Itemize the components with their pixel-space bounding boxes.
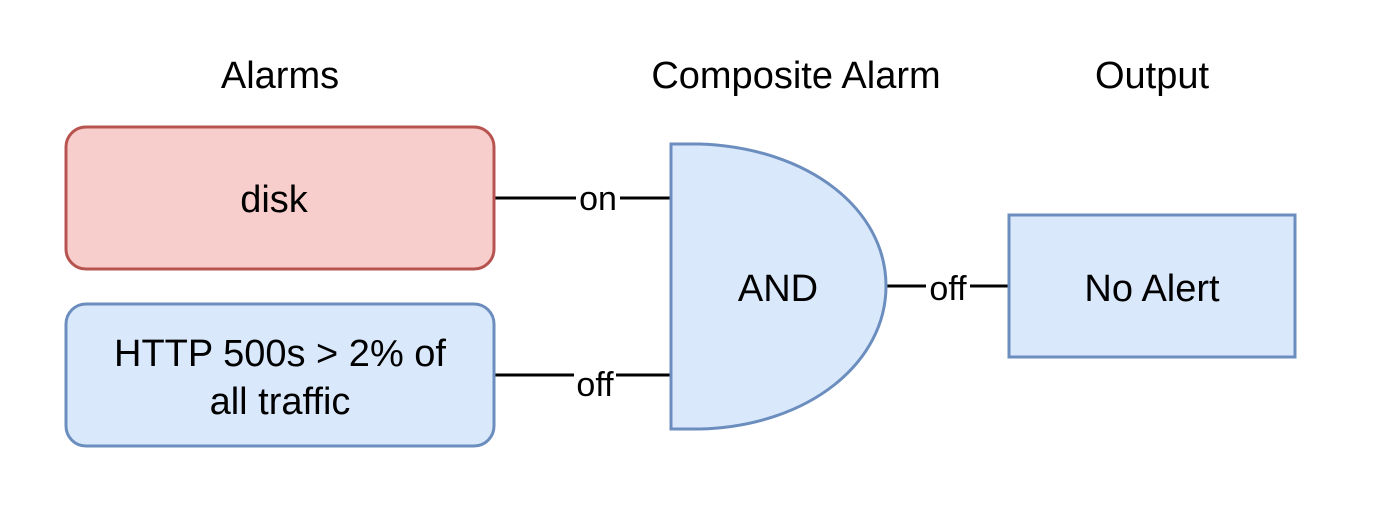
and-gate-shape [669,142,888,431]
heading-output: Output [1095,55,1210,97]
output-node-box [1007,213,1297,359]
alarm-node-disk[interactable]: disk [64,125,496,271]
alarm-node-box [64,302,496,448]
edge-label-on: on [579,180,617,218]
and-gate-node[interactable]: AND [669,142,888,431]
edge-http-to-and: off [494,366,671,404]
edge-label-off: off [929,270,967,308]
heading-alarms: Alarms [221,55,339,97]
output-node-no-alert[interactable]: No Alert [1007,213,1297,359]
alarm-node-label: disk [240,179,309,221]
alarm-node-http-500s[interactable]: HTTP 500s > 2% of all traffic [64,302,496,448]
and-gate-label: AND [738,268,818,310]
alarm-node-box [64,125,496,271]
edge-and-to-output: off [886,270,1009,308]
edge-disk-to-and: on [494,180,671,218]
output-node-label: No Alert [1084,268,1220,310]
heading-composite-alarm: Composite Alarm [651,55,940,97]
alarm-node-label-line2: all traffic [210,381,351,423]
edge-label-off: off [576,366,614,404]
alarm-node-label-line1: HTTP 500s > 2% of [114,333,446,375]
